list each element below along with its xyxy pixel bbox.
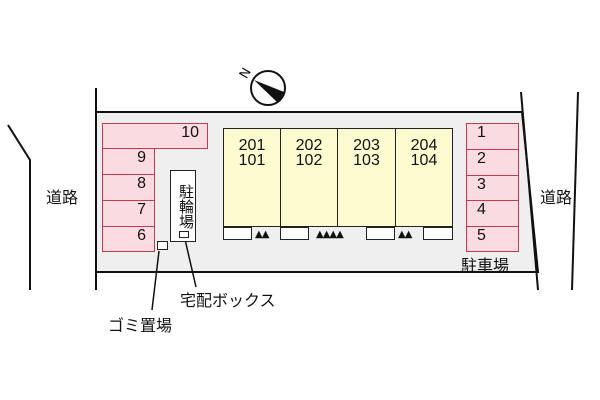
entrance-marks: ▲▲ [255,229,269,240]
parking-space-4: 4 [466,200,519,227]
entrance-marks: ▲▲ [398,229,412,240]
outdoor-unit [423,227,453,240]
garbage-box-icon [157,241,168,250]
right-road-edge [571,91,579,291]
delivery-box-label: 宅配ボックス [180,291,276,310]
outdoor-unit [366,227,395,240]
parking-space-3: 3 [466,175,519,202]
parking-space-1: 1 [466,123,519,150]
garbage-leader [151,250,160,311]
parking-space-7: 7 [102,200,155,227]
delivery-leader [183,234,197,288]
outdoor-unit [223,227,252,240]
parking-space-6: 6 [102,226,155,252]
road-right-label: 道路 [540,188,573,207]
garbage-label: ゴミ置場 [108,316,173,335]
delivery-box-icon [179,231,189,238]
outdoor-unit [280,227,309,240]
entrance-marks: ▲▲▲▲ [316,229,344,240]
parking-label: 駐車場 [461,256,510,275]
parking-space-9: 9 [102,148,155,175]
left-road-edge [7,124,31,290]
parking-space-2: 2 [466,149,519,176]
parking-space-10: 10 [102,123,208,149]
compass-icon [250,70,286,106]
parking-space-8: 8 [102,174,155,201]
road-left-label: 道路 [46,188,79,207]
parking-space-5: 5 [466,226,519,252]
bicycle-parking: 駐輪場 [170,170,196,242]
